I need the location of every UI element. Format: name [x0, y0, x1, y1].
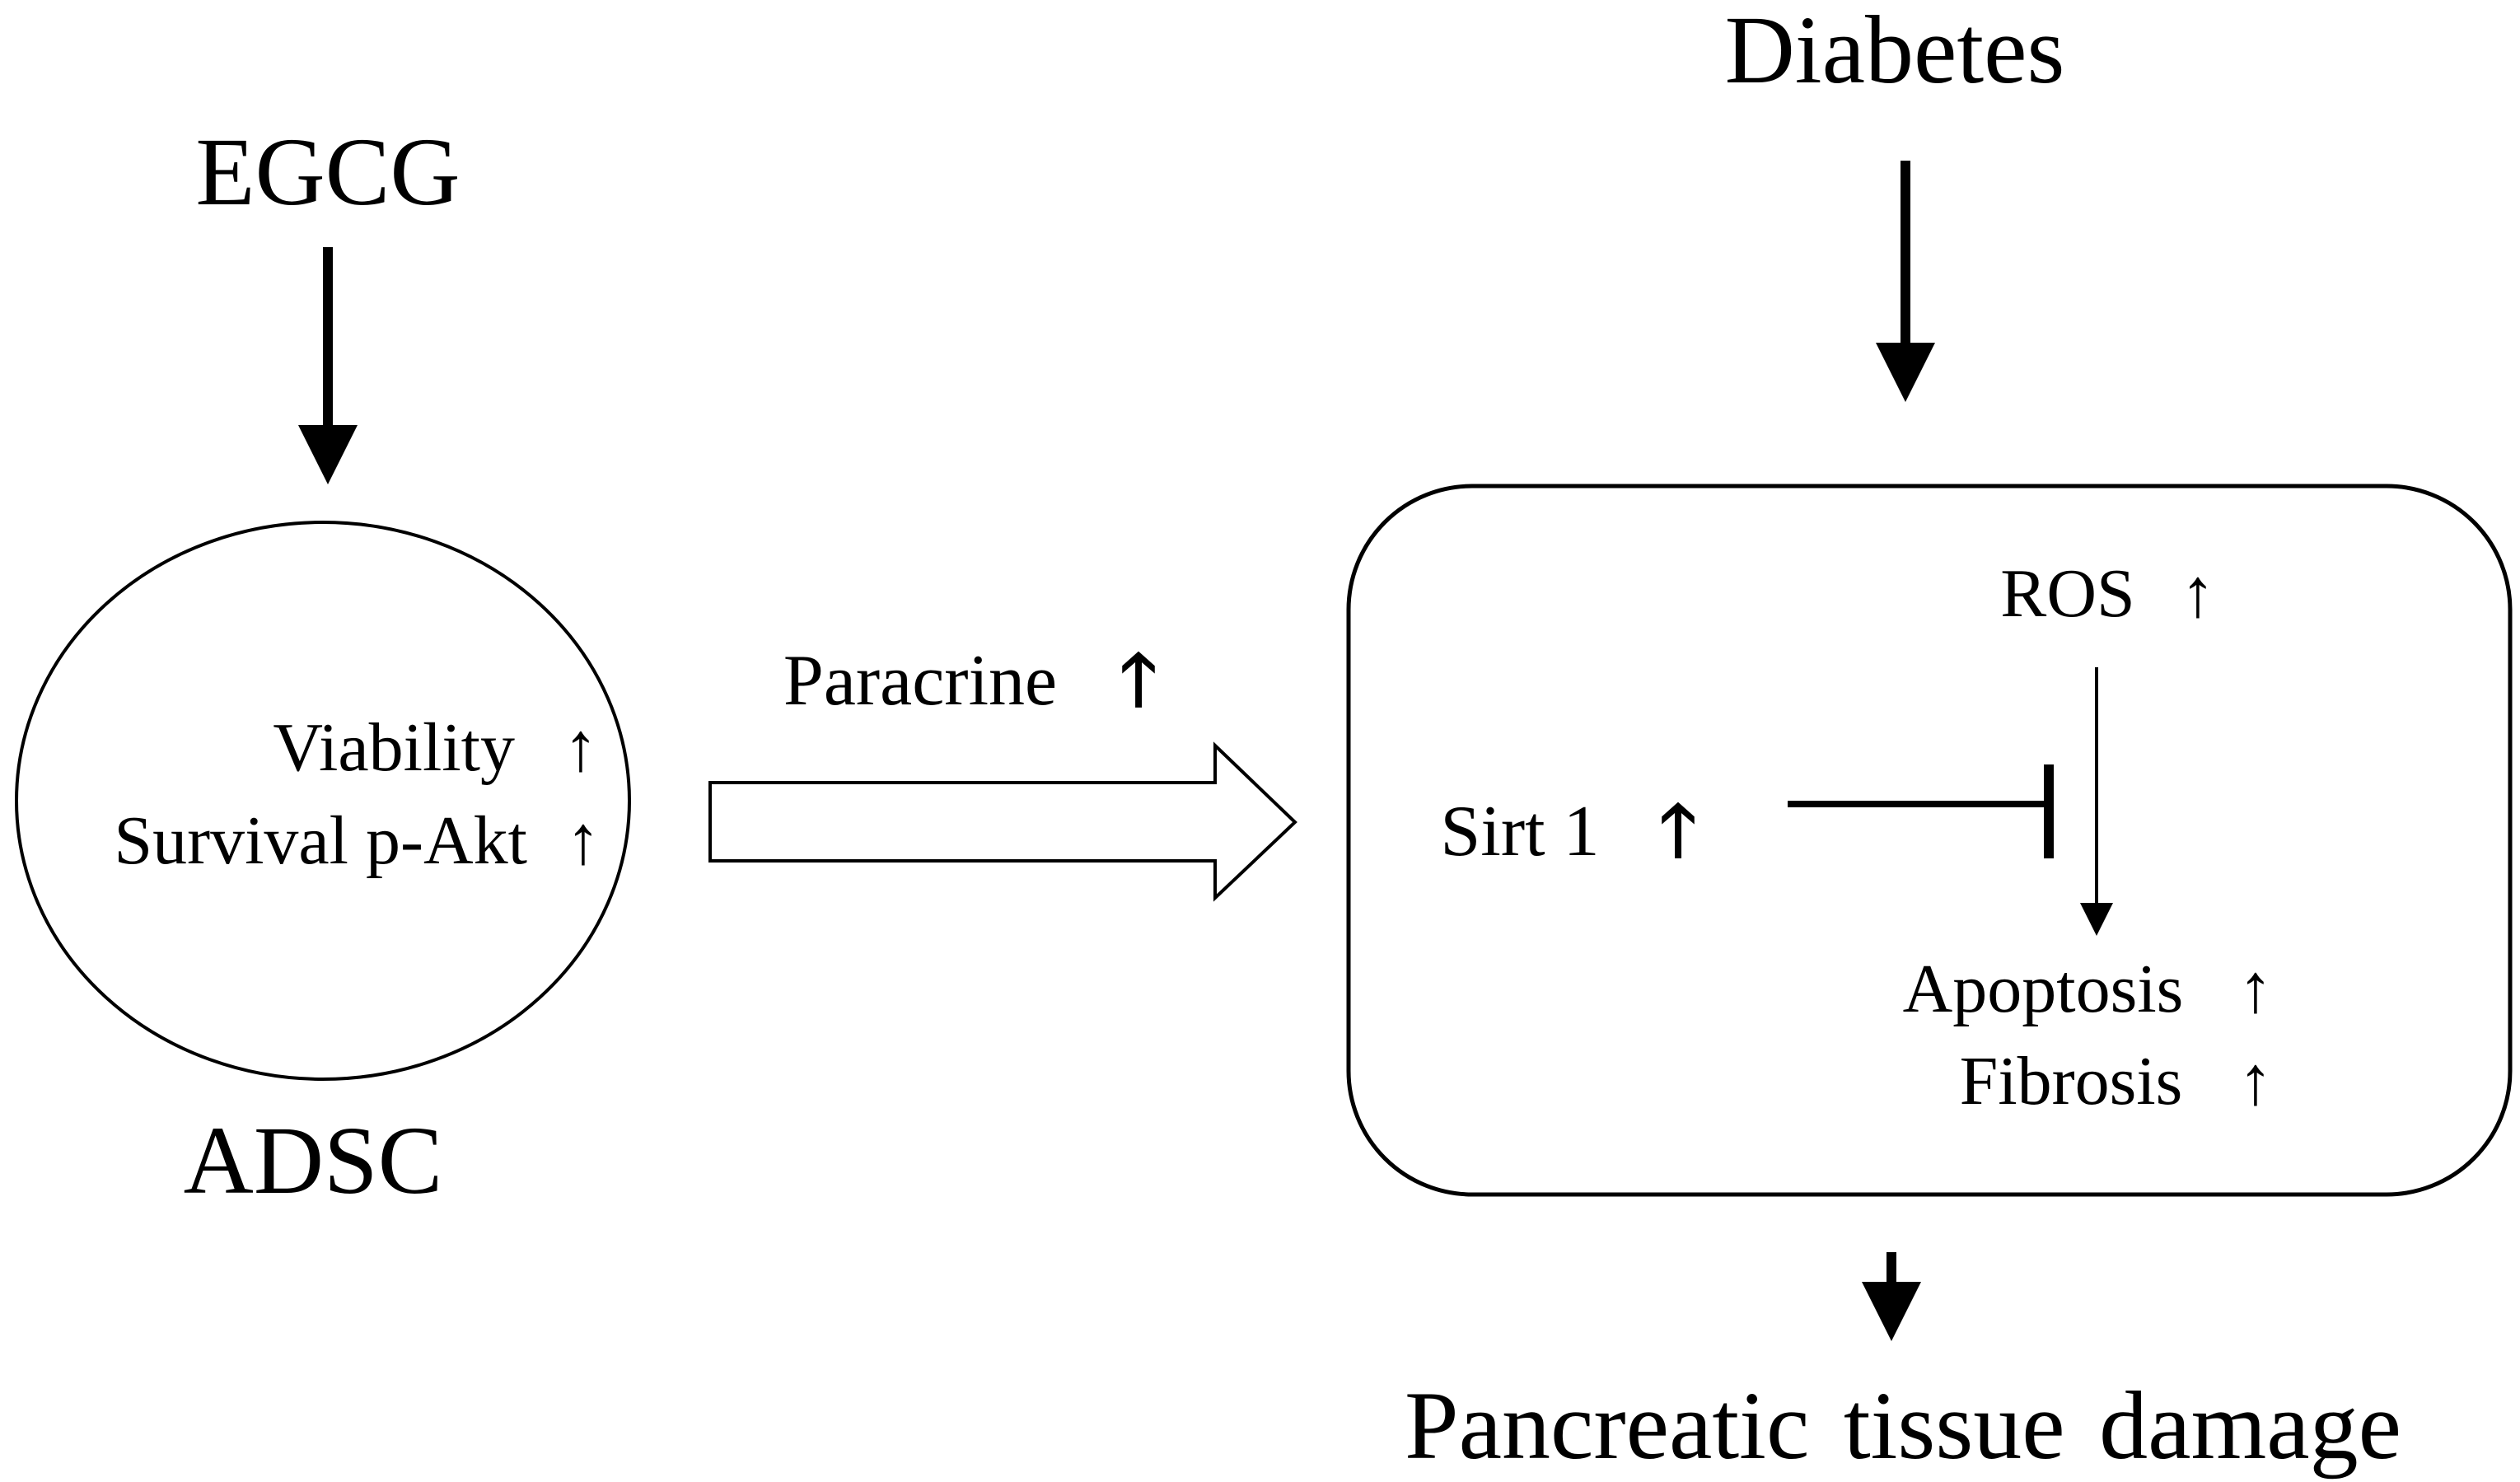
fibrosis-up-arrow-icon: ↑: [2238, 1043, 2273, 1120]
viability-up-arrow-icon: ↑: [563, 709, 598, 786]
viability-label: Viability: [273, 709, 515, 786]
paracrine-up-arrow-icon: 🡑: [1120, 641, 1157, 721]
survival-up-arrow-icon: ↑: [566, 802, 601, 879]
adsc-cell-ellipse: [15, 521, 631, 1081]
ros-label: ROS: [2000, 555, 2134, 632]
sirt1-label: Sirt 1: [1440, 792, 1599, 872]
damage-label: Pancreatic tissue damage: [1405, 1372, 2401, 1480]
apoptosis-up-arrow-icon: ↑: [2238, 951, 2273, 1027]
pancreas-box: [1346, 484, 2513, 1197]
survival-label: Survival p-Akt: [114, 802, 527, 879]
fibrosis-label: Fibrosis: [1960, 1043, 2183, 1120]
egcg-label: EGCG: [195, 118, 460, 226]
sirt1-up-arrow-icon: 🡑: [1659, 792, 1697, 872]
apoptosis-label: Apoptosis: [1903, 951, 2184, 1027]
ros-up-arrow-icon: ↑: [2181, 555, 2215, 632]
paracrine-label: Paracrine: [783, 641, 1057, 721]
adsc-label: ADSC: [184, 1106, 443, 1214]
paracrine-hollow-arrow: [708, 741, 1297, 902]
diabetes-label: Diabetes: [1725, 0, 2065, 104]
